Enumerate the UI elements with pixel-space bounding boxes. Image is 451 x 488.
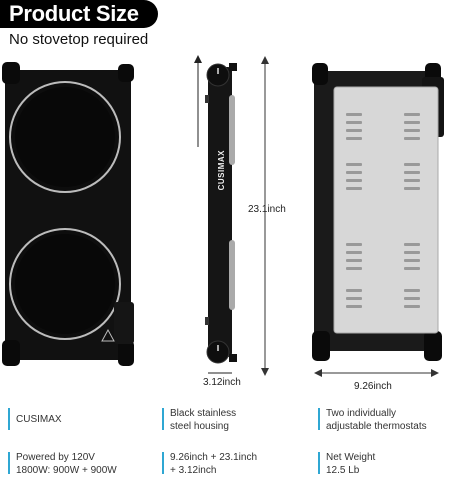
page-title: Product Size — [9, 1, 139, 26]
spec-line: 9.26inch + 23.1inch — [170, 452, 258, 463]
spec-size: 9.26inch + 23.1inch + 3.12inch — [170, 451, 257, 477]
spec-brand: CUSIMAX — [16, 413, 62, 426]
spec-divider — [162, 408, 164, 430]
spec-divider — [8, 408, 10, 430]
spec-line: + 3.12inch — [170, 465, 217, 476]
width-dimension-label: 9.26inch — [354, 381, 392, 392]
spec-line: CUSIMAX — [16, 414, 62, 425]
side-view-image — [194, 55, 237, 374]
height-dimension-label: 23.1inch — [248, 204, 286, 215]
brand-logo: CUSIMAX — [217, 150, 226, 191]
spec-line: Two individually — [326, 408, 397, 419]
warning-icon — [101, 328, 115, 342]
spec-power: Powered by 120V 1800W: 900W + 900W — [16, 451, 117, 477]
spec-line: Powered by 120V — [16, 452, 95, 463]
spec-line: adjustable thermostats — [326, 421, 427, 432]
spec-line: steel housing — [170, 421, 229, 432]
spec-divider — [162, 452, 164, 474]
page-subtitle: No stovetop required — [9, 31, 149, 48]
height-dimension-line — [261, 56, 269, 376]
spec-housing: Black stainless steel housing — [170, 407, 236, 433]
spec-thermostats: Two individually adjustable thermostats — [326, 407, 427, 433]
top-view-image — [2, 62, 134, 366]
width-dimension-line — [314, 369, 439, 377]
title-badge: Product Size — [0, 0, 158, 28]
spec-line: Black stainless — [170, 408, 237, 419]
spec-line: Net Weight — [326, 452, 376, 463]
spec-divider — [318, 408, 320, 430]
spec-weight: Net Weight 12.5 Lb — [326, 451, 375, 477]
spec-divider — [318, 452, 320, 474]
spec-line: 12.5 Lb — [326, 465, 360, 476]
depth-dimension-label: 3.12inch — [203, 377, 241, 388]
bottom-view-image — [312, 63, 444, 361]
spec-line: 1800W: 900W + 900W — [16, 465, 117, 476]
spec-divider — [8, 452, 10, 474]
